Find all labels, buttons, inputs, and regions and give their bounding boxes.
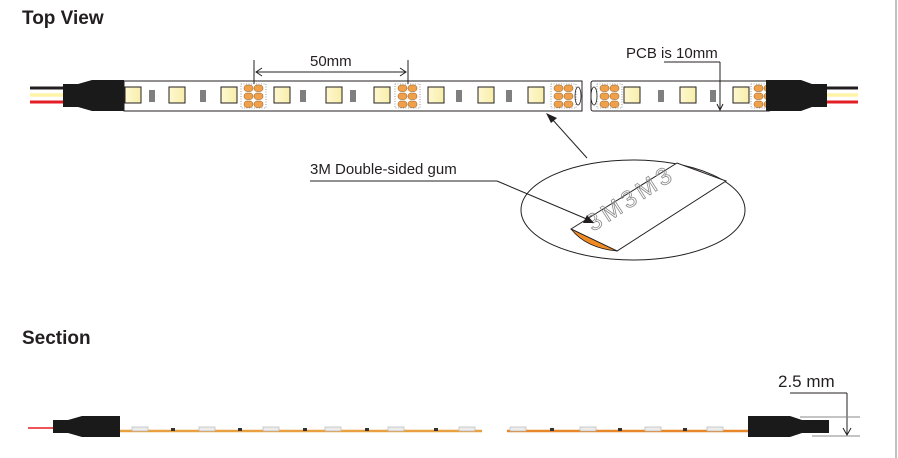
resistor xyxy=(200,90,206,102)
led-chip xyxy=(623,86,641,104)
pcb-width-label: PCB is 10mm xyxy=(626,45,718,62)
section-resistor xyxy=(365,428,369,431)
section-resistor xyxy=(550,428,554,431)
pitch-dimension xyxy=(253,60,409,84)
section-led xyxy=(131,426,149,432)
section-left-connector xyxy=(53,416,120,437)
section-resistor xyxy=(434,428,438,431)
resistor xyxy=(149,90,155,102)
led-chip xyxy=(373,86,391,104)
led-chip xyxy=(679,86,697,104)
section-led xyxy=(706,426,724,432)
section-resistor xyxy=(683,428,687,431)
led-chip xyxy=(427,86,445,104)
section-led xyxy=(198,426,216,432)
pcb-width-leader xyxy=(664,61,724,112)
resistor xyxy=(710,90,716,102)
height-dimension-label: 2.5 mm xyxy=(778,372,835,391)
resistor xyxy=(658,90,664,102)
led-chip xyxy=(124,86,142,104)
resistor xyxy=(350,90,356,102)
section-resistor xyxy=(618,428,622,431)
section-heading: Section xyxy=(22,328,91,349)
solder-pad-group xyxy=(240,83,267,109)
top-view-heading: Top View xyxy=(22,8,104,29)
section-led xyxy=(387,426,405,432)
section-led xyxy=(262,426,280,432)
led-chip xyxy=(732,86,750,104)
height-dimension xyxy=(790,392,860,437)
pitch-dimension-label: 50mm xyxy=(310,53,352,70)
section-led xyxy=(458,426,476,432)
top-right-connector xyxy=(766,80,827,111)
led-chip xyxy=(168,86,186,104)
cut-mark xyxy=(574,86,582,106)
section-led xyxy=(509,426,527,432)
cut-mark xyxy=(590,86,598,106)
led-chip xyxy=(325,86,343,104)
led-chip xyxy=(477,86,495,104)
frame-border xyxy=(895,0,897,458)
section-right-connector xyxy=(748,416,829,437)
resistor xyxy=(456,90,462,102)
section-resistor xyxy=(171,428,175,431)
section-led xyxy=(644,426,662,432)
section-led xyxy=(579,426,597,432)
top-left-connector xyxy=(63,80,124,111)
tape-label: 3M Double-sided gum xyxy=(310,161,457,178)
detail-pointer-arrow xyxy=(546,113,588,159)
led-chip xyxy=(273,86,291,104)
resistor xyxy=(506,90,512,102)
solder-pad-group xyxy=(394,83,421,109)
tape-label-leader xyxy=(310,180,594,223)
led-chip xyxy=(527,86,545,104)
resistor xyxy=(300,90,306,102)
section-led xyxy=(324,426,342,432)
solder-pad-group xyxy=(550,83,577,109)
section-resistor xyxy=(303,428,307,431)
led-chip xyxy=(220,86,238,104)
section-resistor xyxy=(238,428,242,431)
